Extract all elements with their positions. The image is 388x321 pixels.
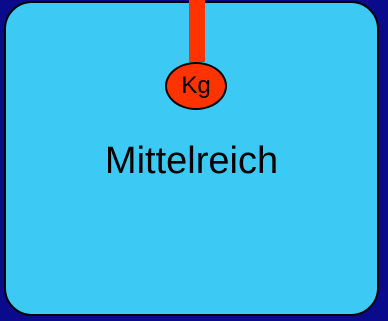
hanging-line	[189, 0, 205, 62]
weight-label: Kg	[181, 72, 211, 99]
region-label: Mittelreich	[104, 140, 279, 182]
weight-circle: Kg	[165, 62, 227, 110]
